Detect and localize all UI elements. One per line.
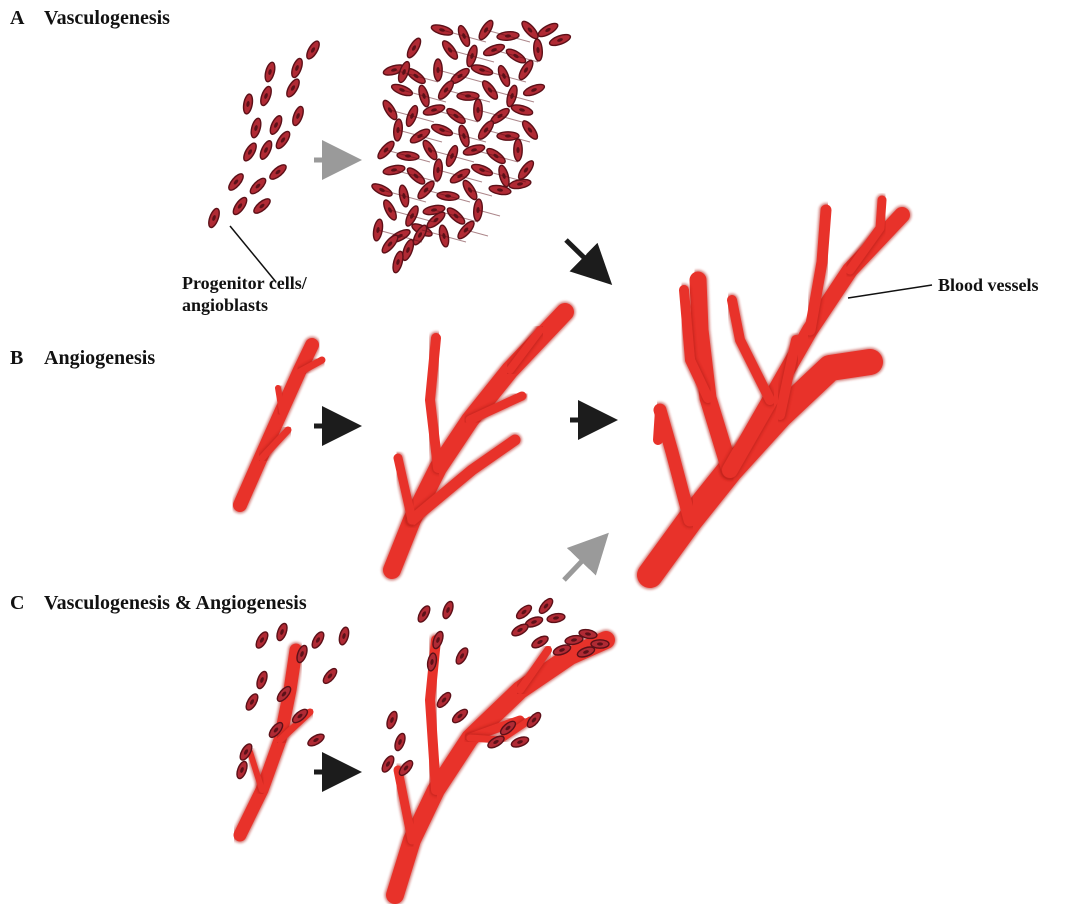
vascular-plexus-network [370, 18, 572, 273]
progenitor-cell [385, 710, 399, 730]
progenitor-cell [284, 77, 301, 99]
progenitor-cell [290, 57, 305, 79]
progenitor-cell [516, 159, 536, 182]
progenitor-cell [454, 646, 470, 666]
sprouting-vessel-branched [392, 312, 565, 570]
progenitor-cell [391, 250, 405, 273]
progenitor-cell [304, 39, 321, 61]
progenitor-cell [435, 690, 453, 709]
progenitor-cell [263, 61, 276, 82]
progenitor-cell [235, 760, 249, 780]
progenitor-cell [431, 630, 445, 650]
progenitor-cells-leader-line [230, 226, 276, 282]
progenitor-cell [268, 162, 289, 181]
progenitor-cell [522, 82, 546, 98]
progenitor-cells-cluster [207, 39, 322, 229]
progenitor-cell [241, 141, 258, 163]
vessel-branch [658, 410, 660, 440]
progenitor-cell [306, 732, 326, 748]
progenitor-cell [255, 670, 269, 690]
vessel-with-cells-small [240, 650, 310, 835]
progenitor-cell [321, 666, 339, 685]
progenitor-cell [338, 626, 351, 646]
progenitor-cell [258, 139, 274, 161]
progenitor-cell [546, 612, 565, 623]
progenitor-cell [380, 233, 401, 255]
progenitor-cell [207, 207, 222, 229]
progenitor-cell [291, 105, 306, 127]
progenitor-cell [259, 85, 274, 107]
progenitor-cell [510, 622, 530, 638]
progenitor-cell [520, 19, 541, 41]
progenitor-cell [533, 39, 543, 62]
arrow-c-to-vessels [564, 540, 602, 580]
progenitor-cell [231, 195, 249, 216]
blood-vessels-leader-line [848, 285, 932, 298]
progenitor-cell [405, 36, 423, 59]
recruited-progenitor-cells [235, 596, 609, 779]
mature-blood-vessels [650, 200, 902, 575]
progenitor-cell [508, 178, 531, 190]
sprouting-vessel-small [240, 345, 322, 505]
progenitor-cell [537, 596, 555, 615]
arrow-a-to-vessels [566, 240, 605, 278]
progenitor-cell [441, 600, 455, 620]
progenitor-cell [450, 707, 469, 725]
progenitor-cell [226, 172, 245, 193]
vessel-branch [240, 650, 296, 835]
progenitor-cell [275, 622, 289, 642]
progenitor-cell [249, 117, 262, 138]
progenitor-cell [591, 640, 609, 648]
progenitor-cell [393, 732, 407, 752]
progenitor-cell [310, 630, 326, 650]
progenitor-cell [548, 32, 572, 47]
progenitor-cell [268, 114, 284, 136]
progenitor-cell [254, 630, 270, 650]
progenitor-cell [520, 119, 540, 142]
progenitor-cell [514, 139, 522, 161]
vessel-branch [278, 388, 282, 412]
vessel-with-cells-large [395, 640, 606, 895]
progenitor-cell [416, 604, 432, 624]
progenitor-cell [252, 196, 273, 215]
progenitor-cell [248, 176, 268, 196]
progenitor-cell [510, 103, 533, 117]
progenitor-cell [244, 692, 260, 712]
progenitor-cell [242, 93, 254, 114]
